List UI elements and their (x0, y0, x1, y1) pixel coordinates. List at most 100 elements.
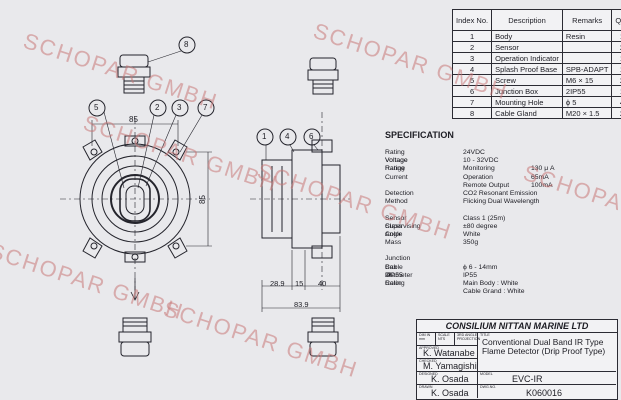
spec-key: Voltage Range (385, 157, 408, 173)
checked-label: CHECKED (419, 359, 437, 363)
cell-remarks (561, 52, 613, 64)
dim-d1: 28.9 (270, 279, 285, 288)
header-qty: Q'ty (611, 9, 621, 31)
balloon-7: 7 (203, 103, 208, 112)
designed-cell: DESIGNED K. Osada (417, 372, 478, 385)
approved-label: APPROVED (419, 346, 439, 350)
scale-cell: SCALE NTS (436, 333, 455, 346)
table-row: 1BodyResin1 (451, 30, 621, 42)
spec-value: IP55 (463, 271, 477, 279)
dim-overall: 83.9 (294, 300, 309, 309)
header-index: Index No. (451, 9, 493, 31)
cell-qty: 1 (611, 63, 621, 75)
spec-value: Cable Grand : White (463, 288, 525, 296)
cell-remarks (561, 41, 613, 53)
dim-top-width: 85 (129, 115, 138, 124)
spec-key: Color (385, 280, 402, 287)
cell-description: Splash Proof Base (491, 63, 563, 75)
spec-key: Mass (385, 239, 402, 247)
spec-key: Cable Diameter (385, 263, 413, 279)
dwg-number: K060016 (526, 388, 563, 398)
title-block: CONSILIUM NITTAN MARINE LTD DIM IN mm SC… (416, 319, 618, 400)
model-cell: MODEL EVC-IR (478, 372, 616, 385)
spec-value: 350g (463, 239, 479, 247)
cell-index: 8 (451, 107, 493, 119)
cell-description: Operation Indicator (491, 52, 563, 64)
spec-value: ϕ 6 - 14mm (463, 263, 498, 271)
company-name: CONSILIUM NITTAN MARINE LTD (417, 320, 617, 333)
dwg-label: DWG.NO. (480, 385, 497, 389)
balloon-5: 5 (94, 103, 99, 112)
cell-qty: 1 (611, 30, 621, 42)
checked-cell: CHECKED M. Yamagishi (417, 359, 478, 372)
cell-remarks: ϕ 5 (561, 96, 613, 108)
parts-table: Index No. Description Remarks Q'ty 1Body… (451, 9, 621, 119)
spec-key: Rating Current (385, 165, 408, 181)
balloon-3: 3 (177, 103, 182, 112)
spec-key: Color (385, 230, 402, 238)
spec-value: Main Body : White (463, 280, 519, 287)
spec-value: CO2 Resonant Emission (463, 189, 538, 197)
cell-remarks: M20 × 1.5 (561, 107, 613, 119)
cell-description: Cable Gland (491, 107, 563, 119)
checked-name: M. Yamagishi (423, 361, 477, 371)
spec-key: IP Rating (385, 271, 405, 288)
cell-remarks: SPB-ADAPT (561, 63, 613, 75)
balloon-1: 1 (262, 132, 267, 141)
designed-name: K. Osada (431, 374, 469, 384)
cell-qty: 2 (611, 107, 621, 119)
spec-key: Supervising Angle (385, 222, 421, 238)
spec-value: Monitoring (463, 165, 495, 173)
balloon-6: 6 (309, 132, 314, 141)
balloon-8: 8 (184, 40, 189, 49)
spec-value: 10 - 32VDC (463, 157, 499, 165)
spec-value-secondary: 130 μ A (531, 165, 555, 173)
cell-qty: 2 (611, 41, 621, 53)
title-cell: TITLE Conventional Dual Band IR Type Fla… (478, 333, 616, 372)
cell-qty: 4 (611, 96, 621, 108)
model-label: MODEL (480, 372, 493, 376)
drawn-label: DRAWN (419, 385, 433, 389)
cell-index: 2 (451, 41, 493, 53)
table-row: 2Sensor2 (451, 41, 621, 53)
cell-remarks: M6 × 15 (561, 74, 613, 86)
spec-key: Sensor Class (385, 214, 407, 230)
header-remarks: Remarks (561, 9, 613, 31)
spec-value: ±80 degree (463, 222, 498, 230)
spec-value: Class 1 (25m) (463, 214, 506, 222)
header-description: Description (491, 9, 563, 31)
parts-table-header: Index No. Description Remarks Q'ty (451, 9, 621, 31)
cell-qty: 1 (611, 85, 621, 97)
spec-value: White (463, 230, 481, 238)
spec-value: Flicking Dual Wavelength (463, 198, 540, 206)
spec-key: Junction Box 2IP55 (385, 255, 411, 279)
unit-label: DIM IN mm (419, 333, 431, 341)
spec-value-secondary: 100mA (531, 181, 553, 189)
designed-label: DESIGNED (419, 372, 438, 376)
spec-value: 24VDC (463, 149, 485, 156)
scale-label: SCALE NTS (438, 333, 450, 341)
spec-key: Rating Voltage (385, 149, 408, 165)
spec-value: Operation (463, 173, 493, 181)
cell-description: Sensor (491, 41, 563, 53)
model-value: EVC-IR (512, 374, 543, 384)
dwg-cell: DWG.NO. K060016 (478, 385, 616, 398)
cell-index: 3 (451, 52, 493, 64)
cell-index: 1 (451, 30, 493, 42)
cell-qty: 2 (611, 74, 621, 86)
balloon-2: 2 (155, 103, 160, 112)
spec-title: SPECIFICATION (385, 130, 454, 140)
drawn-name: K. Osada (431, 388, 469, 398)
spec-value-secondary: 65mA (531, 173, 549, 181)
approved-cell: APPROVED K. Watanabe (417, 346, 478, 359)
cell-description: Body (491, 30, 563, 42)
cell-remarks: 2IP55 (561, 85, 613, 97)
spec-key: Detection Method (385, 189, 414, 206)
drawing-title: Conventional Dual Band IR Type Flame Det… (482, 337, 606, 357)
